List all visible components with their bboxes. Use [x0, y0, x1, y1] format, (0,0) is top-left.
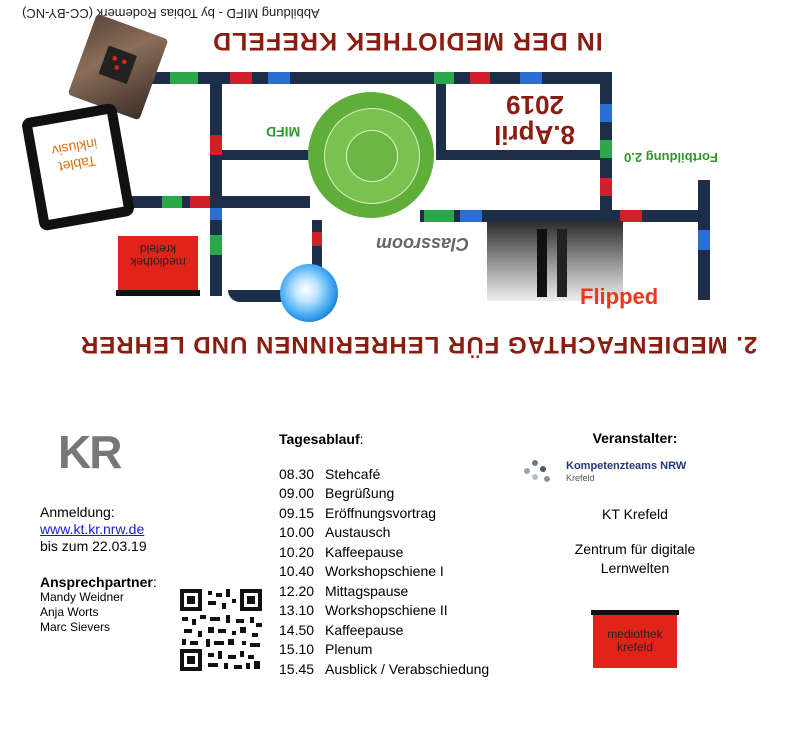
registration-link[interactable]: www.kt.kr.nrw.de — [40, 521, 145, 537]
qr-code[interactable] — [180, 589, 262, 671]
schedule-item: 13.10 Workshopschiene II — [279, 601, 489, 621]
schedule-item: 10.00 Austausch — [279, 523, 489, 543]
schedule-label: Austausch — [325, 524, 391, 540]
organizer-center: Zentrum für digitale Lernwelten — [574, 541, 696, 576]
schedule-time: 09.15 — [279, 504, 315, 521]
heading-location: IN DER MEDIOTHEK KREFELD — [212, 27, 603, 55]
contact-person: Anja Worts — [40, 605, 99, 619]
schedule-time: 10.00 — [279, 524, 315, 540]
registration-deadline: bis zum 22.03.19 — [40, 538, 147, 554]
contact-block: Ansprechpartner: Mandy Weidner Anja Wort… — [40, 574, 157, 635]
registration-block: Anmeldung: www.kt.kr.nrw.de bis zum 22.0… — [40, 504, 147, 555]
schedule-time: 09.00 — [279, 485, 315, 501]
schedule-label: Workshopschiene II — [325, 602, 448, 618]
schedule-label: Kaffeepause — [325, 621, 404, 638]
schedule-time: 08.30 — [279, 465, 315, 482]
schedule-label: Kaffeepause — [325, 543, 404, 560]
kr-logo-text: KR — [58, 426, 122, 478]
kt-logo-title: Kompetenzteams NRW — [566, 460, 687, 472]
schedule-label: Eröffnungsvortrag — [325, 504, 437, 521]
schedule-time: 14.50 — [279, 621, 315, 638]
schedule-label: Workshopschiene I — [325, 563, 444, 579]
tablet-image: Tablet inklusiv — [20, 102, 136, 232]
schedule-time: 10.40 — [279, 563, 315, 579]
organizer-title: Veranstalter: — [592, 430, 678, 446]
sphere-image — [280, 264, 338, 322]
schedule-title: Tagesablauf — [279, 431, 360, 447]
organizer-block: Veranstalter: Kompetenzteams NRW Krefeld… — [524, 430, 730, 668]
event-poster: Abbildung MIFD - by Tobias Rodemerk (CC-… — [20, 6, 758, 358]
event-date: 8.April 2019 — [494, 90, 575, 150]
schedule-time: 12.20 — [279, 582, 315, 599]
schedule-time: 10.20 — [279, 543, 315, 560]
flipped-photo — [487, 221, 623, 301]
mifd-wheel — [308, 92, 434, 218]
schedule-item: 12.20 Mittagspause — [279, 582, 489, 602]
schedule-item: 15.45 Ausblick / Verabschiedung — [279, 660, 489, 680]
schedule-item: 09.15 Eröffnungsvortrag — [279, 504, 489, 524]
event-date-day: 8.April — [494, 120, 575, 150]
schedule-item: 09.00 Begrüßung — [279, 484, 489, 504]
contact-label-colon: : — [152, 574, 157, 590]
event-date-year: 2019 — [506, 90, 564, 120]
schedule-label: Mittagspause — [325, 582, 409, 599]
schedule-title-colon: : — [359, 431, 364, 447]
schedule-item: 15.10 Plenum — [279, 640, 489, 660]
organizer-name: KT Krefeld — [602, 506, 668, 522]
mifd-label: MIFD — [266, 124, 301, 140]
kt-logo-icon — [522, 458, 554, 484]
classroom-label: Classroom — [376, 234, 470, 254]
mediothek-logo-small: mediothek krefeld — [116, 236, 200, 296]
schedule-label: Plenum — [325, 641, 373, 657]
kr-logo: KR — [58, 428, 132, 476]
schedule-item: 10.20 Kaffeepause — [279, 543, 489, 563]
schedule-item: 08.30 Stehcafé — [279, 465, 489, 485]
schedule-label: Begrüßung — [325, 485, 395, 501]
heading-event: 2. MEDIENFACHTAG FÜR LEHRERINNEN UND LEH… — [80, 331, 758, 358]
mediothek-logo-text: mediothek krefeld — [607, 627, 663, 654]
contact-person: Marc Sievers — [40, 620, 111, 634]
schedule-item: 10.40 Workshopschiene I — [279, 562, 489, 582]
microbit-photo — [67, 13, 169, 121]
schedule-time: 15.10 — [279, 641, 315, 657]
schedule-label: Stehcafé — [325, 465, 381, 482]
fortbildung-label: Fortbildung 2.0 — [624, 150, 718, 165]
registration-label: Anmeldung: — [40, 504, 115, 520]
schedule-time: 15.45 — [279, 660, 315, 677]
kt-logo-subtitle: Krefeld — [566, 473, 595, 483]
mediothek-small-label: mediothek krefeld — [130, 242, 186, 269]
contact-label: Ansprechpartner — [40, 574, 153, 590]
flipped-label: Flipped — [580, 284, 659, 309]
kt-logo: Kompetenzteams NRW Krefeld — [524, 454, 730, 490]
schedule: Tagesablauf: 08.30 Stehcafé 09.00 Begrüßun… — [279, 430, 489, 679]
contact-person: Mandy Weidner — [40, 590, 124, 604]
mediothek-logo: mediothek krefeld — [591, 610, 679, 668]
schedule-label: Ausblick / Verabschiedung — [325, 660, 490, 677]
image-credit: Abbildung MIFD - by Tobias Rodemerk (CC-… — [22, 6, 320, 21]
schedule-item: 14.50 Kaffeepause — [279, 621, 489, 641]
schedule-time: 13.10 — [279, 602, 315, 618]
